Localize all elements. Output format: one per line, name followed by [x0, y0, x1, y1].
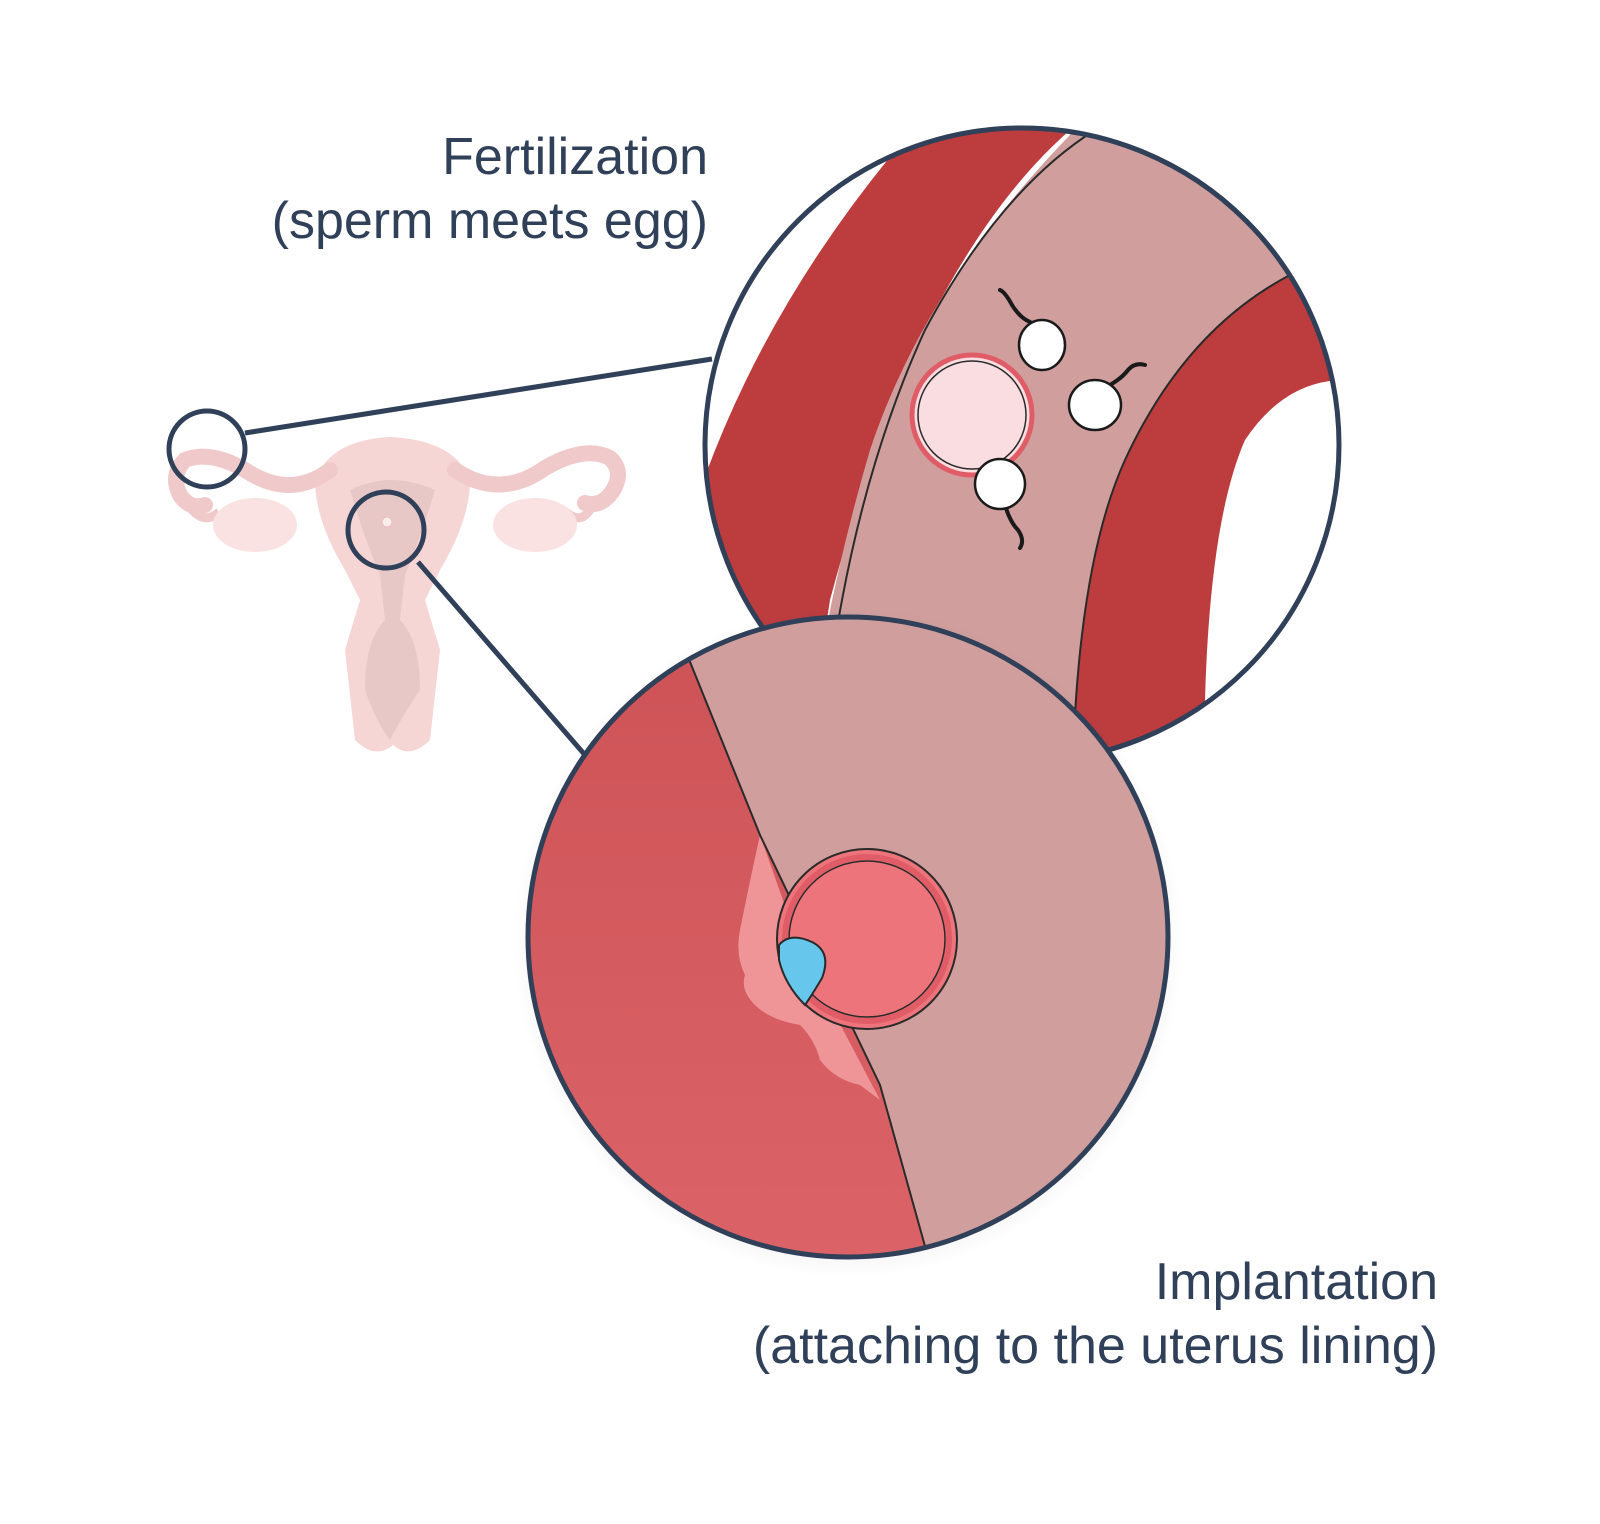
implantation-title: Implantation	[1154, 1253, 1438, 1311]
implantation-subtitle: (attaching to the uterus lining)	[752, 1317, 1438, 1375]
callout-circle-tube	[166, 408, 248, 490]
inner-cell-mass	[778, 936, 827, 1007]
callout-circle-uterus	[345, 489, 427, 571]
sperm-2	[1067, 362, 1147, 432]
fertilization-title: Fertilization	[442, 128, 708, 186]
sperm-1	[998, 288, 1067, 372]
implantation-label: Implantation (attaching to the uterus li…	[753, 1250, 1438, 1378]
blastocyst	[776, 848, 958, 1030]
fertilization-subtitle: (sperm meets egg)	[271, 192, 708, 250]
egg	[909, 352, 1035, 478]
implantation-magnified-view	[513, 607, 1183, 1277]
sperm-3	[973, 457, 1027, 550]
connector-line-fertilization	[244, 356, 713, 436]
connector-line-implantation	[416, 560, 587, 757]
uterus-anatomy-icon	[168, 437, 626, 752]
fertilization-label: Fertilization (sperm meets egg)	[272, 125, 708, 253]
